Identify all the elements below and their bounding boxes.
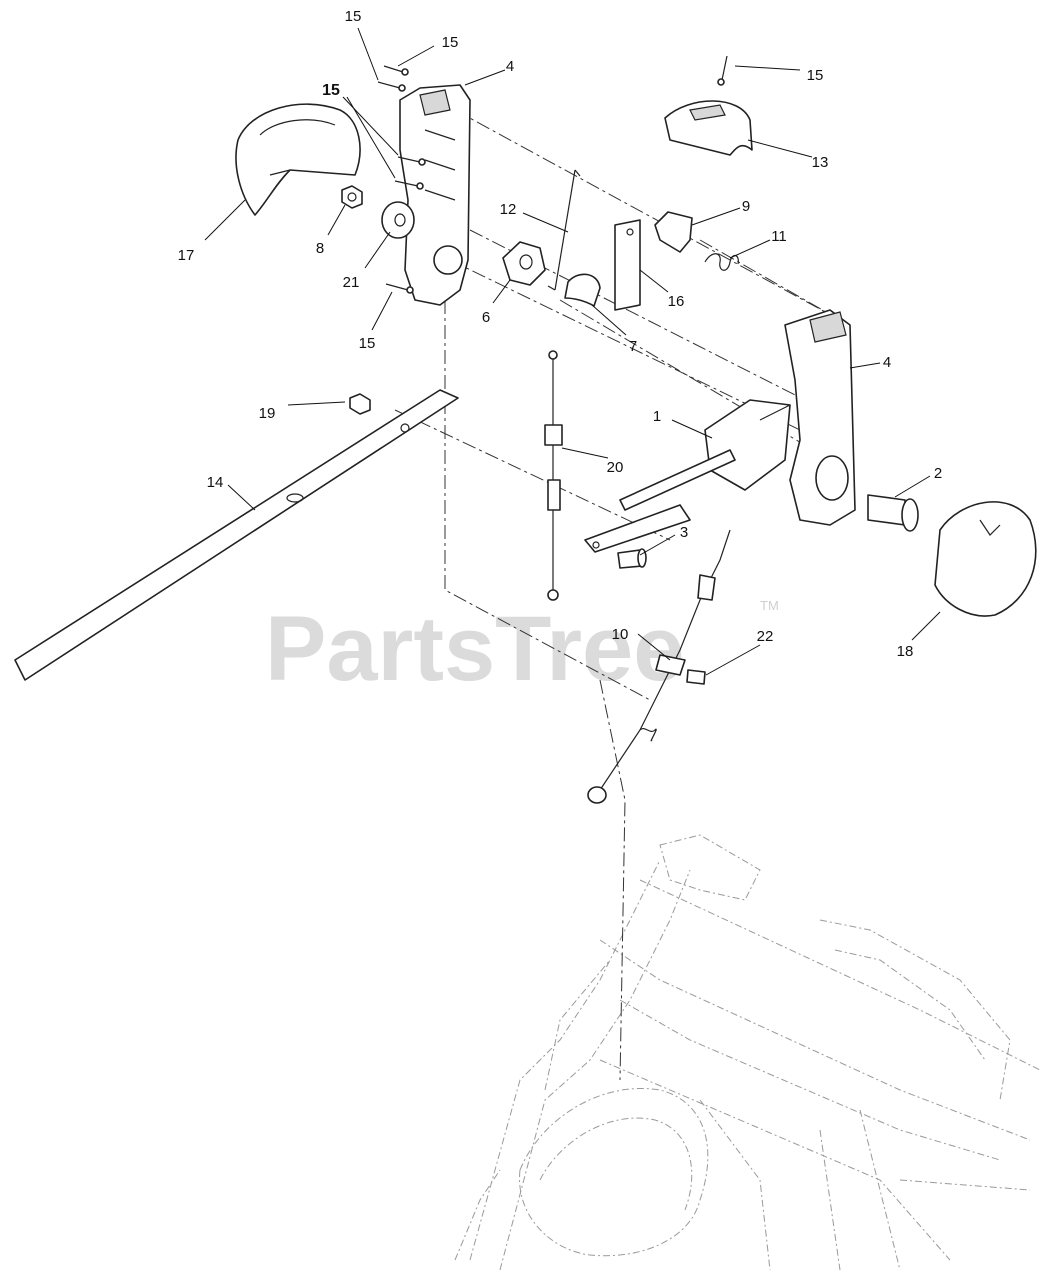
callout-4-right: 4 [883, 354, 891, 371]
callout-15-right: 15 [807, 67, 824, 84]
callout-6: 6 [482, 309, 490, 326]
part-4-left-bracket [399, 84, 471, 306]
callout-12: 12 [500, 201, 517, 218]
partstree-watermark: PartsTree TM [265, 598, 779, 700]
part-2-bolt [867, 494, 919, 532]
part-8-nut [341, 185, 363, 209]
callout-13: 13 [812, 154, 829, 171]
part-4-right-bracket [784, 309, 856, 526]
callout-21: 21 [343, 274, 360, 291]
watermark-trademark: TM [760, 598, 779, 613]
watermark-brand: PartsTree [265, 598, 684, 700]
part-3-pin [617, 548, 647, 569]
callout-18: 18 [897, 643, 914, 660]
part-16-plate [614, 219, 641, 311]
callout-14: 14 [207, 474, 224, 491]
leader-lines [204, 27, 941, 676]
part-21-washer [381, 201, 415, 239]
part-6-pivot-block [502, 241, 546, 286]
part-1-shaft-assembly [584, 399, 791, 553]
part-10-cable [587, 529, 731, 804]
mower-deck-phantom [454, 834, 1041, 1271]
callout-20: 20 [607, 459, 624, 476]
callout-22: 22 [757, 628, 774, 645]
callout-9: 9 [742, 198, 750, 215]
callout-3: 3 [680, 524, 688, 541]
part-19-nut [349, 393, 371, 415]
part-15-screws [377, 55, 728, 294]
callout-15-low: 15 [359, 335, 376, 352]
callout-8: 8 [316, 240, 324, 257]
callout-16: 16 [668, 293, 685, 310]
part-18-right-cover [934, 501, 1037, 617]
callout-7: 7 [629, 338, 637, 355]
part-14-long-bar [14, 389, 459, 681]
part-20-cable [544, 350, 563, 601]
callout-1: 1 [653, 408, 661, 425]
part-17-left-cover [235, 103, 361, 216]
callout-4-left: 4 [506, 58, 514, 75]
callout-2: 2 [934, 465, 942, 482]
part-12-rod [547, 169, 581, 291]
alignment-lines [394, 109, 841, 1081]
callout-15-b: 15 [442, 34, 459, 51]
callout-11: 11 [771, 228, 787, 245]
part-22-screw [686, 669, 706, 685]
callout-10: 10 [612, 626, 629, 643]
callout-19: 19 [259, 405, 276, 422]
callout-numbers: 15 15 4 15 15 13 12 9 11 17 8 21 16 6 7 15 4 19 1 20 14 2 3 10 2… [178, 8, 943, 660]
callout-17: 17 [178, 247, 195, 264]
part-13-top-cap [664, 100, 753, 156]
callout-15-top: 15 [345, 8, 362, 25]
callout-15-bold: 15 [322, 82, 340, 99]
part-7-clip [564, 273, 601, 307]
part-9-knob [654, 211, 693, 253]
